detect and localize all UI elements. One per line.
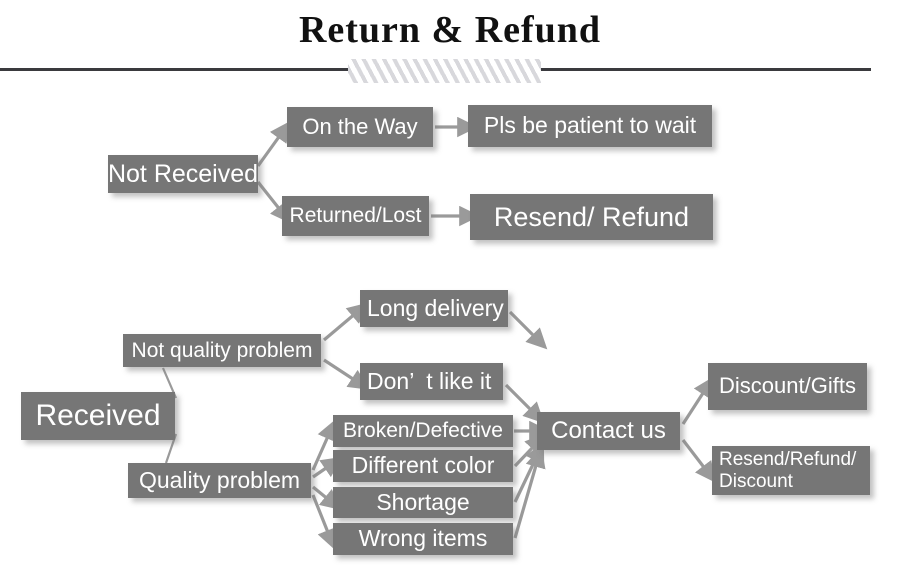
node-pls-be-patient-to-wait[interactable]: Pls be patient to wait — [468, 105, 712, 147]
node-wrong-items[interactable]: Wrong items — [333, 523, 513, 555]
node-received[interactable]: Received — [21, 392, 175, 440]
node-resend-refund[interactable]: Resend/ Refund — [470, 194, 713, 240]
node-quality-problem[interactable]: Quality problem — [128, 463, 311, 498]
node-discount-gifts[interactable]: Discount/Gifts — [708, 363, 867, 410]
node-dont-like-it[interactable]: Don’ t like it — [360, 363, 503, 400]
divider-rule-left — [0, 68, 348, 71]
divider-rule-right — [541, 68, 871, 71]
node-shortage[interactable]: Shortage — [333, 487, 513, 518]
node-not-received[interactable]: Not Received — [108, 155, 258, 193]
node-returned-lost[interactable]: Returned/Lost — [282, 196, 429, 236]
page-title: Return & Refund — [298, 9, 602, 51]
node-broken-defective[interactable]: Broken/Defective — [333, 415, 513, 447]
node-long-delivery[interactable]: Long delivery — [360, 290, 508, 327]
node-on-the-way[interactable]: On the Way — [287, 107, 433, 147]
node-contact-us[interactable]: Contact us — [537, 412, 680, 450]
node-resend-refund-discount[interactable]: Resend/Refund/ Discount — [712, 446, 870, 495]
node-different-color[interactable]: Different color — [333, 450, 513, 482]
node-not-quality-problem[interactable]: Not quality problem — [123, 334, 321, 367]
divider-hatch-ornament — [348, 59, 541, 83]
